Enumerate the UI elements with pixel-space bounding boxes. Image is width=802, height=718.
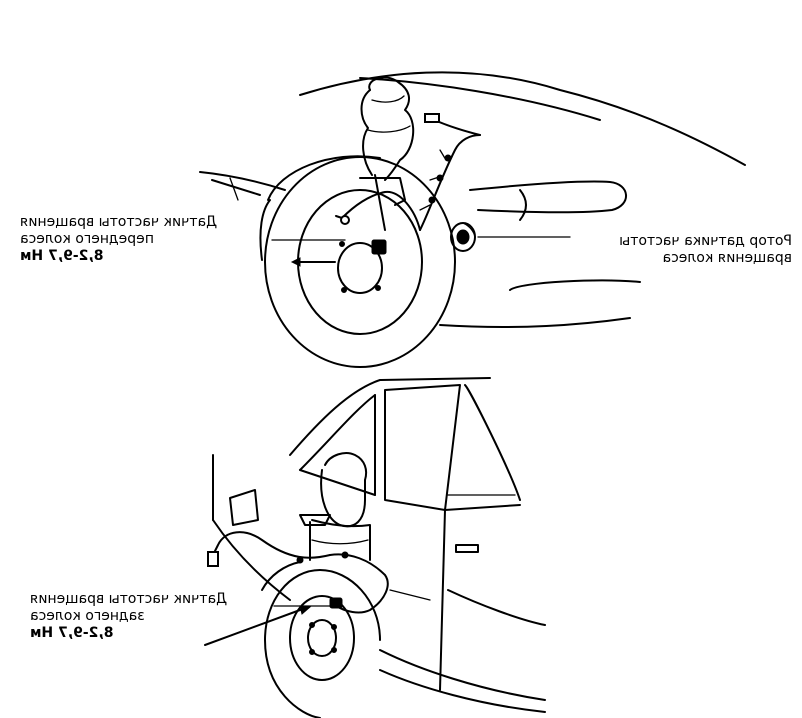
rotor-label-line-1: Ротор датчика частоты <box>619 233 792 249</box>
rear-car-body <box>212 377 546 713</box>
rear-strut <box>299 452 371 561</box>
front-car-body <box>199 71 746 329</box>
rotor-part <box>450 222 476 252</box>
rear-arrow-head <box>299 605 312 615</box>
front-sensor-label: Датчик частоты вращения переднего колеса… <box>20 214 270 265</box>
rotor-label: Ротор датчика частоты вращения колеса <box>570 233 792 267</box>
rear-sensor-label: Датчик частоты вращения заднего колеса 8… <box>30 591 272 642</box>
front-sensor-label-line-2: переднего колеса <box>20 231 154 247</box>
rear-sensor-harness <box>207 531 431 614</box>
front-strut <box>359 76 415 231</box>
front-sensor-harness <box>290 113 481 267</box>
rear-sensor-label-line-2: заднего колеса <box>30 608 145 624</box>
rotor-label-line-2: вращения колеса <box>662 250 793 266</box>
rear-bolt-arrow <box>204 609 301 646</box>
rear-sensor-label-line-1: Датчик частоты вращения <box>30 591 228 607</box>
front-sensor-torque: 8,2-9,7 Нм <box>20 248 104 264</box>
front-wheel-tire <box>259 155 456 368</box>
front-sensor-label-line-1: Датчик частоты вращения <box>20 214 218 230</box>
rear-wheel-tire <box>261 561 381 718</box>
rear-sensor-torque: 8,2-9,7 Нм <box>30 625 114 641</box>
